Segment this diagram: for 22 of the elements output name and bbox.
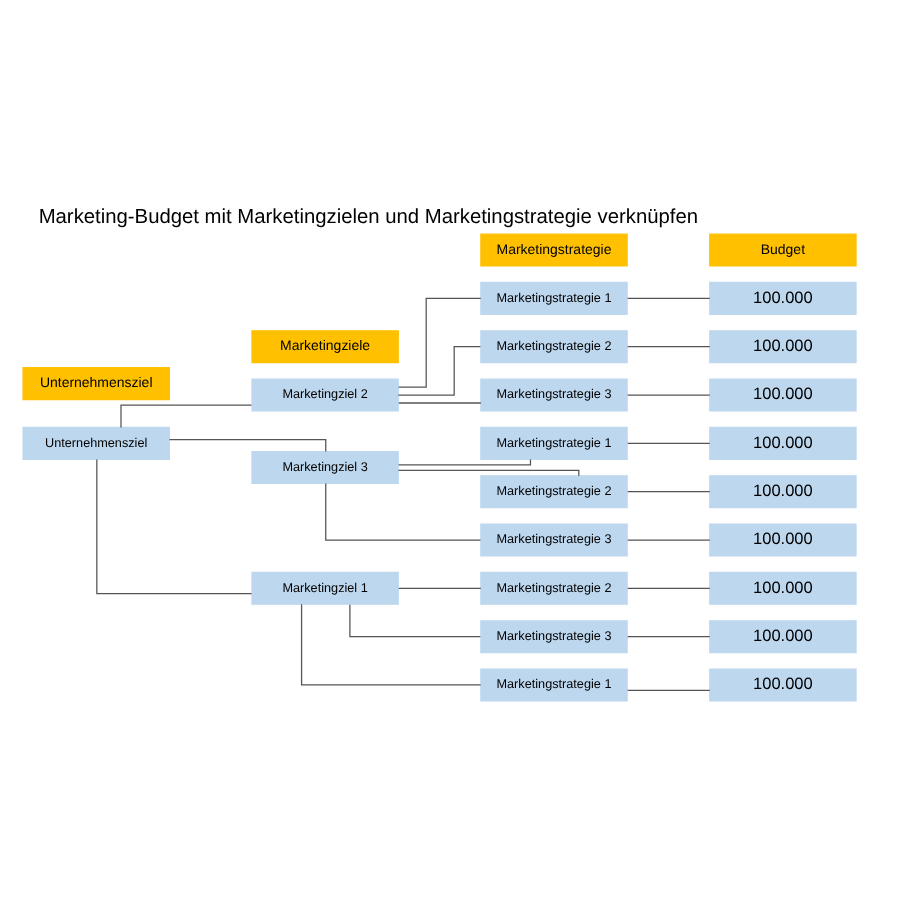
connector xyxy=(626,296,710,299)
connector xyxy=(396,468,579,476)
connector xyxy=(626,586,710,588)
connector xyxy=(397,401,481,403)
connector xyxy=(299,602,481,685)
connector xyxy=(119,403,252,428)
connector xyxy=(626,393,710,395)
connector xyxy=(626,538,710,540)
connector xyxy=(348,603,480,637)
connector xyxy=(324,482,481,540)
diagram-title: Marketing-Budget mit Marketingzielen und Marketingstrategie verknüpfen xyxy=(37,205,698,228)
connector xyxy=(396,345,481,395)
connector xyxy=(95,457,252,594)
connector xyxy=(626,441,710,443)
connector xyxy=(626,688,710,690)
connector xyxy=(167,437,326,452)
connector xyxy=(626,635,710,637)
connector xyxy=(397,457,531,465)
connector xyxy=(397,586,481,588)
connector xyxy=(626,345,710,347)
connector xyxy=(626,490,710,492)
connector xyxy=(396,296,481,387)
